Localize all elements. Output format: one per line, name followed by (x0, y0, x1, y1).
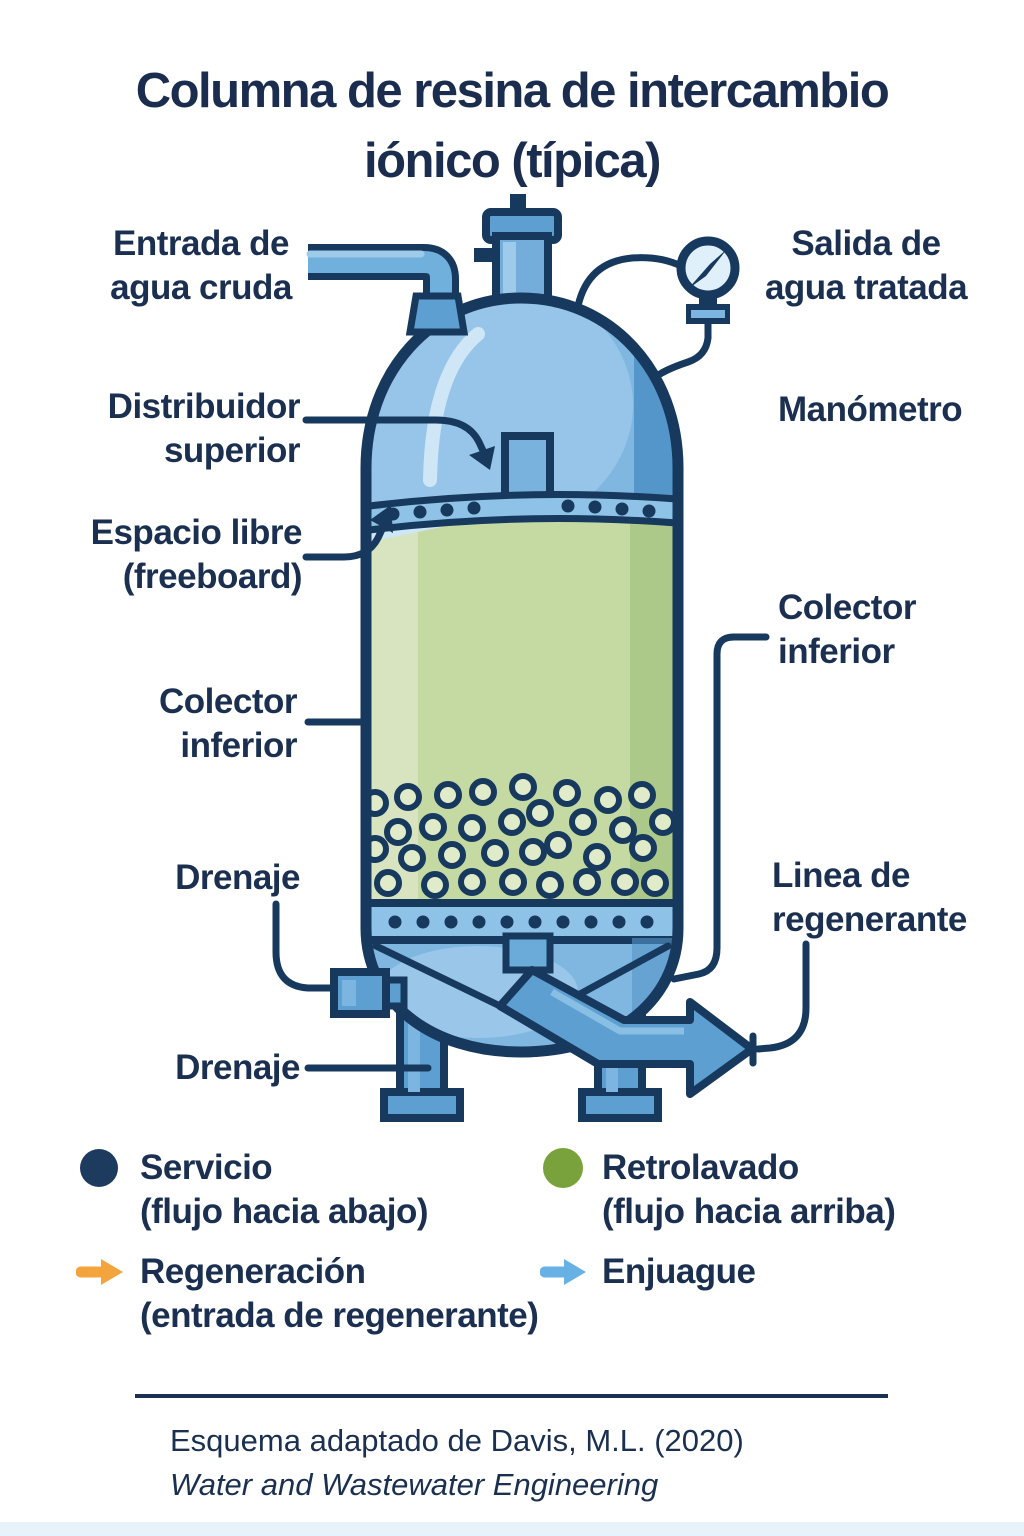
pressure-gauge-icon (676, 236, 740, 324)
rinse-arrow-icon (539, 1256, 590, 1293)
label-regenerant-line: Linea de regenerante (772, 856, 967, 939)
inlet-pipe (306, 244, 469, 336)
label-upper-distributor: Distribuidor superior (107, 387, 301, 470)
leader-lines (272, 416, 810, 1072)
bottom-tint-strip (0, 1522, 1024, 1536)
label-lower-collector-right: Colector inferior (778, 588, 916, 671)
label-drain-leg: Drenaje (175, 1048, 300, 1087)
legend-item-backwash: Retrolavado (flujo hacia arriba) (602, 1148, 896, 1231)
backwash-dot-icon (542, 1147, 584, 1194)
page-title: Columna de resina de intercambio iónico … (135, 64, 890, 188)
label-drain-side: Drenaje (175, 858, 300, 897)
legend-item-service: Servicio (flujo hacia abajo) (140, 1148, 429, 1231)
legend-item-regeneration: Regeneración (entrada de regenerante) (140, 1252, 539, 1335)
label-raw-water-inlet: Entrada de agua cruda (110, 224, 292, 307)
label-pressure-gauge: Manómetro (778, 390, 963, 429)
label-freeboard: Espacio libre (freeboard) (90, 513, 303, 596)
legend-item-rinse: Enjuague (602, 1252, 756, 1291)
resin-beads (366, 773, 677, 899)
upper-distributor-plate (366, 432, 678, 536)
outlet-arrow (496, 966, 756, 1098)
label-treated-water-outlet: Salida de agua tratada (764, 224, 968, 307)
top-nozzle (474, 194, 562, 312)
label-lower-collector-left: Colector inferior (159, 682, 297, 765)
regeneration-arrow-icon (75, 1256, 126, 1293)
footer-divider (135, 1394, 888, 1398)
service-dot-icon (79, 1148, 119, 1193)
gauge-piping (574, 254, 712, 378)
footer-credit: Esquema adaptado de Davis, M.L. (2020) (170, 1423, 744, 1458)
footer-source: Water and Wastewater Engineering (170, 1467, 659, 1502)
drain-stub (330, 968, 408, 1018)
resin-bed (366, 522, 678, 905)
